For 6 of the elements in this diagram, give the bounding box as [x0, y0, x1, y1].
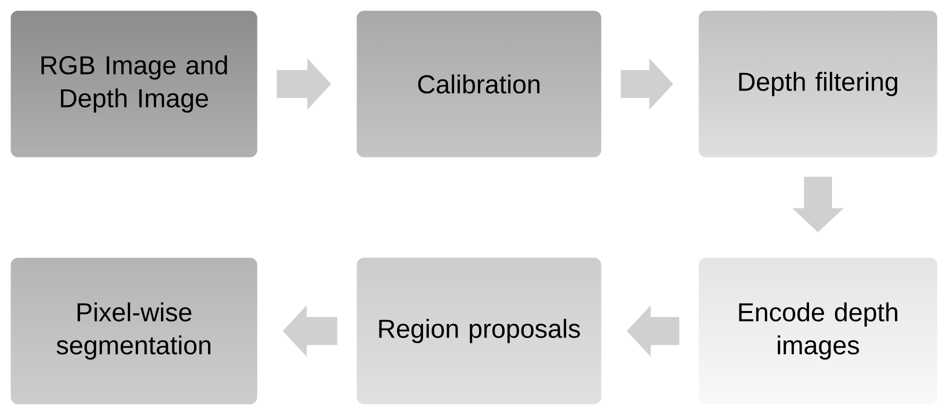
process-box: Pixel-wise segmentation [9, 256, 259, 405]
process-box: RGB Image and Depth Image [9, 9, 259, 159]
process-box: Calibration [355, 9, 603, 159]
process-box: Region proposals [355, 256, 603, 405]
process-box: Depth filtering [697, 9, 939, 159]
process-box: Encode depth images [697, 256, 939, 405]
